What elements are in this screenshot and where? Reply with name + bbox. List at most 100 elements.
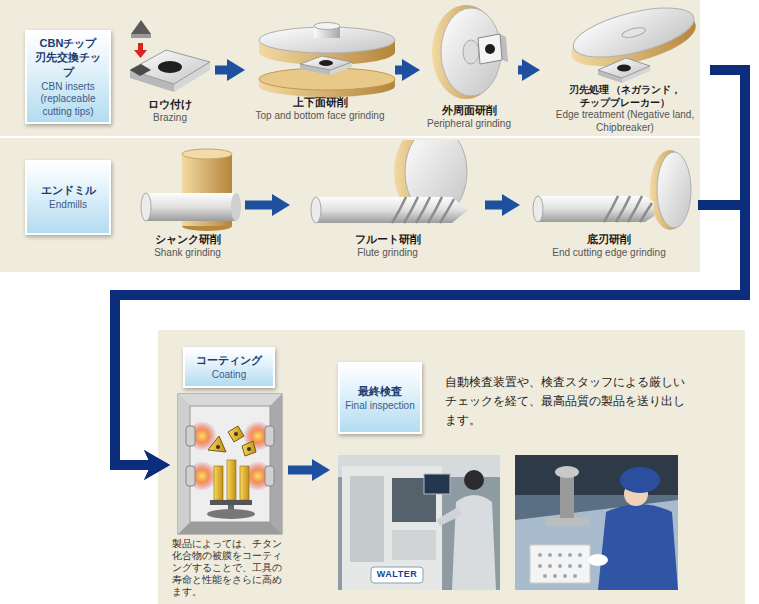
coating-chamber-illustration <box>210 500 252 505</box>
step-caption: Peripheral grinding <box>420 118 518 131</box>
illustration-space <box>520 145 698 233</box>
step-title: フルート研削 <box>290 233 485 247</box>
description-text: 製品によっては、チタン化合物の被膜をコーティングすることで、工具の寿命と性能をさ… <box>172 538 286 598</box>
microscope-inspection-photo <box>515 455 678 590</box>
step-title: シャンク研削 <box>130 233 245 247</box>
shank-grinding-illustration <box>141 149 241 231</box>
brazing-illustration <box>134 50 147 58</box>
face-grinding-illustration <box>300 56 352 70</box>
shank-grinding-illustration <box>146 193 236 221</box>
inspection-machine-photo <box>350 476 384 562</box>
peripheral-grinding-illustration <box>463 40 479 64</box>
inspection-machine-photo <box>436 507 462 526</box>
end-edge-grinding-illustration <box>598 196 654 222</box>
coating-chamber-illustration <box>186 466 195 486</box>
face-grinding-illustration <box>259 27 395 53</box>
label-subtitle: CBN inserts (replaceable cutting tips) <box>30 81 106 119</box>
label-title: エンドミル <box>41 183 96 197</box>
illustration-space <box>125 12 215 98</box>
coating-step: コーティングCoating 製品によっては、チタン化合物の被膜をコーティングするこ… <box>170 343 288 598</box>
flute-grinding-illustration <box>311 197 321 223</box>
microscope-inspection-photo <box>558 553 562 557</box>
process-step: ロウ付けBrazing <box>125 12 215 124</box>
brazing-illustration <box>138 43 143 51</box>
coating-chamber-illustration <box>186 426 195 446</box>
coating-chamber-illustration <box>270 394 282 534</box>
inspection-machine-photo <box>371 567 423 583</box>
flow-arrow <box>245 201 278 210</box>
flute-grinding-illustration <box>316 197 386 223</box>
process-panel <box>0 136 700 138</box>
microscope-inspection-photo <box>555 466 579 478</box>
flute-grinding-illustration <box>311 140 468 223</box>
description-text: 自動検査装置や、検査スタッフによる厳しいチェックを経て、最高品質の製品を送り出し… <box>445 373 690 430</box>
process-step: フルート研削Flute grinding <box>290 145 485 259</box>
peripheral-grinding-illustration <box>432 5 508 99</box>
coating-chamber-illustration <box>240 466 249 500</box>
coating-chamber-illustration <box>178 522 282 534</box>
shank-grinding-illustration <box>231 193 241 221</box>
microscope-inspection-photo <box>515 500 678 590</box>
label-subtitle: Endmills <box>49 199 87 212</box>
process-panel <box>158 330 745 604</box>
process-step: シャンク研削Shank grinding <box>130 148 245 259</box>
microscope-inspection-photo <box>548 564 552 568</box>
shank-grinding-illustration <box>141 193 151 221</box>
microscope-inspection-photo <box>538 553 582 578</box>
microscope-inspection-photo <box>568 553 572 557</box>
process-step: 外周面研削Peripheral grinding <box>420 4 518 130</box>
illustration-space <box>130 148 245 233</box>
face-grinding-illustration <box>319 60 333 66</box>
brazing-illustration <box>131 20 151 34</box>
coating-chamber-illustration <box>178 394 190 534</box>
edge-treatment-illustration <box>565 0 701 83</box>
end-edge-grinding-illustration <box>533 196 543 222</box>
microscope-inspection-photo <box>548 553 552 557</box>
end-edge-grinding-illustration <box>650 150 690 230</box>
coating-chamber-illustration <box>207 509 255 519</box>
brazing-illustration <box>130 50 210 84</box>
peripheral-grinding-illustration <box>485 44 495 54</box>
label-subtitle: Final inspection <box>345 400 414 413</box>
brazing-illustration <box>130 64 151 76</box>
process-panel <box>158 330 745 604</box>
brand-badge: WALTER <box>371 567 423 582</box>
label-subtitle: Coating <box>212 369 246 382</box>
microscope-inspection-photo <box>545 518 589 526</box>
coating-chamber-illustration <box>214 466 223 500</box>
step-title: 刃先処理 （ネガランド，チップブレーカー） <box>540 84 710 109</box>
process-step: 底刃研削End cutting edge grinding <box>520 145 698 259</box>
edge-treatment-illustration <box>621 26 646 40</box>
step-title: 上下面研削 <box>245 96 395 110</box>
coating-chamber-illustration <box>227 460 236 500</box>
microscope-inspection-photo <box>538 564 542 568</box>
microscope-inspection-photo <box>568 564 572 568</box>
description-holder: 自動検査装置や、検査スタッフによる厳しいチェックを経て、最高品質の製品を送り出し… <box>445 373 690 430</box>
peripheral-grinding-illustration <box>441 8 501 96</box>
flow-connector <box>115 70 745 465</box>
coating-chamber-illustration <box>216 445 220 449</box>
microscope-inspection-photo <box>538 553 542 557</box>
microscope-inspection-photo <box>553 574 557 578</box>
step-title: 外周面研削 <box>420 104 518 118</box>
brazing-illustration <box>130 20 210 92</box>
label-title: 最終検査 <box>358 384 402 398</box>
peripheral-grinding-illustration <box>478 34 502 64</box>
microscope-inspection-photo <box>515 455 678 495</box>
microscope-inspection-photo <box>563 574 567 578</box>
process-step: 上下面研削Top and bottom face grinding <box>245 12 395 122</box>
flow-arrow <box>215 66 233 75</box>
label-title: CBNチップ 刃先交換チップ <box>30 36 106 79</box>
end-edge-grinding-illustration <box>657 152 691 228</box>
coating-chamber-illustration <box>208 436 226 452</box>
inspection-machine-photo <box>424 474 450 494</box>
coating-chamber-illustration <box>242 441 256 456</box>
microscope-inspection-photo <box>598 504 678 590</box>
microscope-inspection-photo <box>530 545 590 583</box>
step-caption: Flute grinding <box>290 247 485 260</box>
end-edge-grinding-illustration <box>538 196 598 222</box>
label-box: コーティングCoating <box>183 347 275 388</box>
coating-chamber-illustration <box>187 461 217 491</box>
flute-grinding-illustration <box>392 197 454 223</box>
